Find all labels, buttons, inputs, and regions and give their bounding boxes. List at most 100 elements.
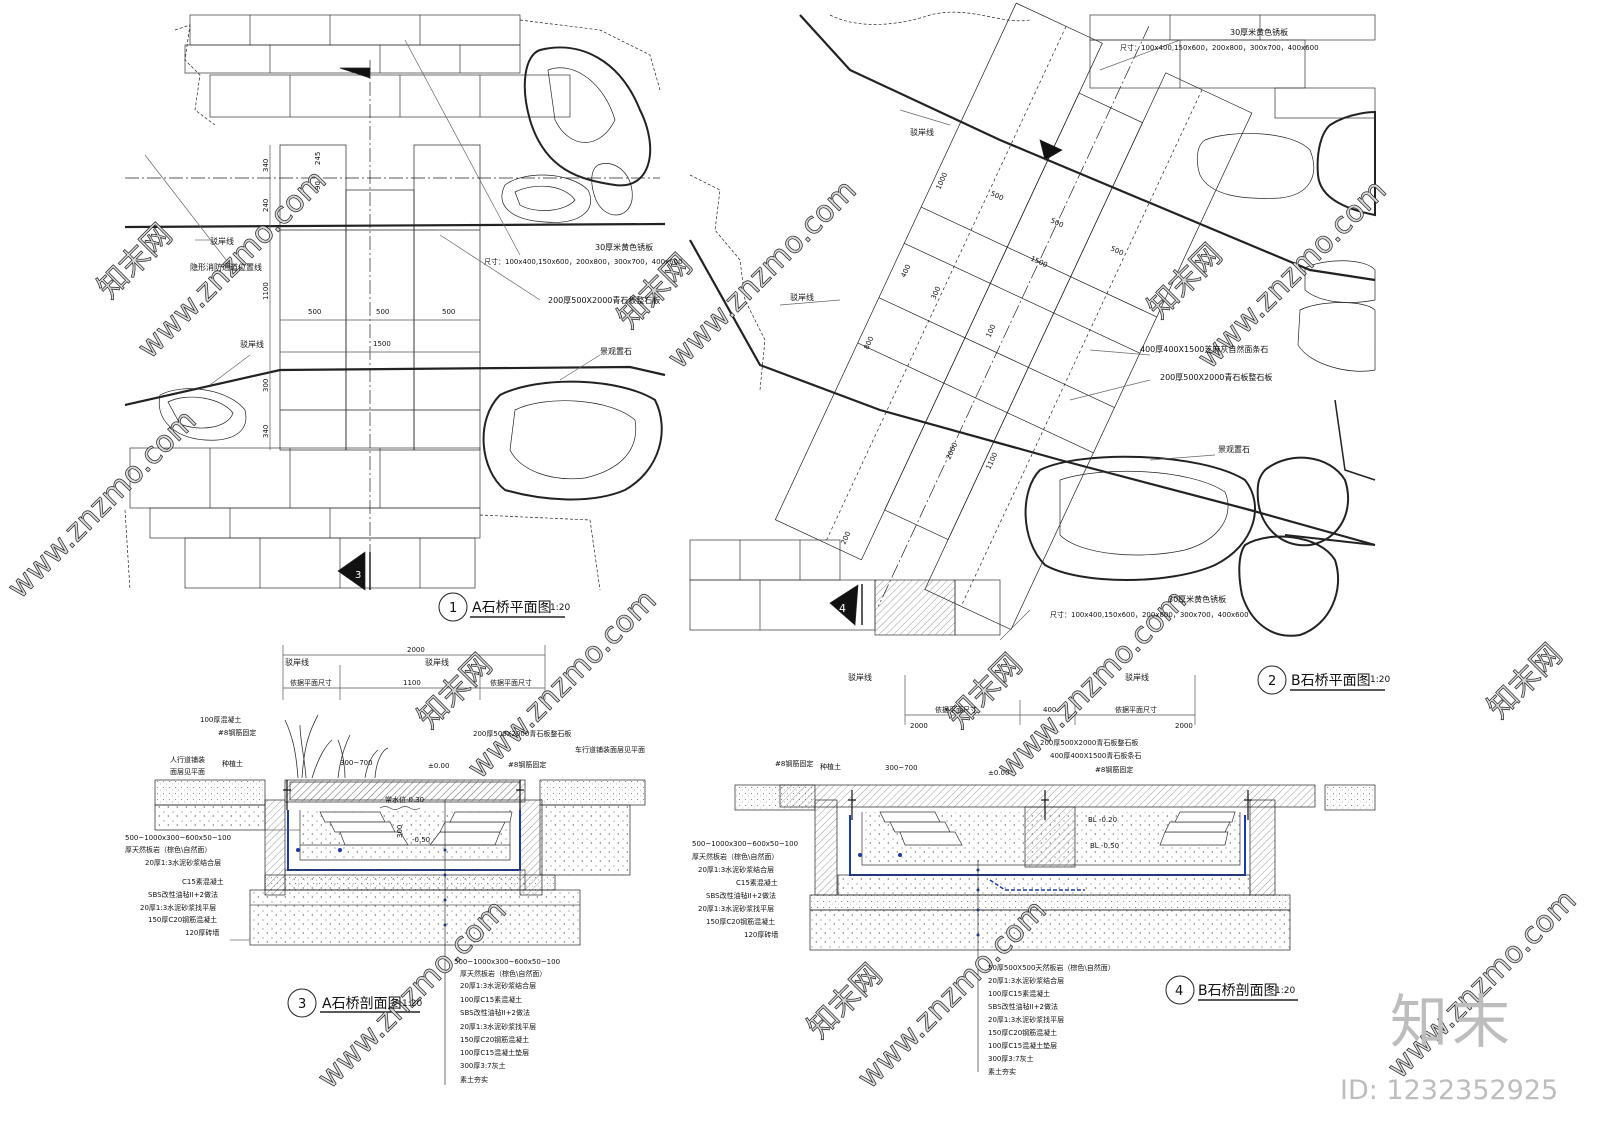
section-a-left-layers: 500~1000x300~600x50~100 厚天然板岩（棕色\自然面） 20… (125, 834, 231, 937)
layer-item: 500~1000x300~600x50~100 (692, 840, 798, 848)
section-a-dim-overall: 2000 (407, 646, 425, 654)
section-a (154, 645, 646, 1085)
section-b-rebar2: #8钢筋固定 (1095, 765, 1133, 774)
plan-b-paving-label: 30厚米黄色锈板 (1230, 27, 1288, 37)
plan-b-paving-label-2: 30厚米黄色锈板 (1168, 594, 1226, 604)
plan-a-fire-lane-label: 隐形消防通道位置线 (190, 262, 262, 272)
layer-item: 厚天然板岩（棕色\自然面） (460, 969, 546, 978)
plan-a-dim-340b: 340 (262, 159, 270, 172)
plan-b-dim-500b: 500 (1049, 217, 1065, 230)
section-a-sidewalk2: 面层见平面 (170, 768, 205, 776)
watermark-cn: 知末网 (1141, 237, 1229, 325)
plan-a-paving-label: 30厚米黄色锈板 (595, 242, 653, 252)
plan-b-slab-label: 200厚500X2000青石板整石板 (1160, 372, 1272, 382)
section-a-bank-right: 驳岸线 (425, 657, 449, 667)
plan-b-dim-100: 100 (985, 323, 998, 339)
layer-item: 300厚3:7灰土 (988, 1054, 1034, 1063)
section-b-number: 4 (1175, 984, 1183, 999)
section-b-elev0: ±0.00 (988, 769, 1009, 777)
plan-a-text: 驳岸线 隐形消防通道位置线 驳岸线 30厚米黄色锈板 尺寸：100x400,15… (190, 152, 683, 616)
layer-item: 150厚C20钢筋混凝土 (148, 915, 217, 924)
plan-b-dim-400: 400 (900, 263, 913, 279)
section-a-text: 2000 1100 依据平面尺寸 依据平面尺寸 驳岸线 驳岸线 100厚混凝土 … (125, 646, 645, 1084)
section-a-title: A石桥剖面图 (322, 996, 402, 1012)
section-a-d300: 300 (396, 825, 404, 838)
layer-item: SBS改性油毡II+2做法 (988, 1002, 1058, 1011)
plan-b-dim-300: 300 (930, 285, 943, 301)
section-a-bank-left: 驳岸线 (285, 657, 309, 667)
layer-item: 500~1000x300~600x50~100 (125, 834, 231, 842)
plan-b-text: 30厚米黄色锈板 尺寸：100x400,150x600，200x800，300x… (790, 27, 1390, 689)
layer-item: 20厚1:3水泥砂浆结合层 (460, 981, 536, 990)
section-b-bank-left: 驳岸线 (848, 672, 872, 682)
section-b-dim-right: 依据平面尺寸 (1115, 705, 1157, 714)
section-b-d300-700: 300~700 (885, 764, 918, 772)
plan-b-paving-size: 尺寸：100x400,150x600，200x800，300x700，400x6… (1120, 43, 1319, 52)
plan-a-scale: 1:20 (550, 603, 570, 613)
plan-a-dim-240: 240 (262, 199, 270, 212)
plan-a-paving-size: 尺寸：100x400,150x600，200x800，300x700，400x6… (484, 257, 683, 266)
section-a-dim-mid: 1100 (403, 679, 421, 687)
layer-item: 150厚C20钢筋混凝土 (988, 1028, 1057, 1037)
section-b-dim-2000a: 2000 (910, 722, 928, 730)
layer-item: 150厚C20钢筋混凝土 (460, 1035, 529, 1044)
plan-b (689, 2, 1385, 695)
section-a-dim-right: 依据平面尺寸 (490, 678, 532, 687)
brand-id: ID: 1232352925 (1340, 1075, 1559, 1106)
section-a-dim-left: 依据平面尺寸 (290, 678, 332, 687)
plan-a-dim-1100: 1100 (262, 282, 270, 300)
layer-item: SBS改性油毡II+2做法 (706, 891, 776, 900)
layer-item: 20厚1:3水泥砂浆找平层 (460, 1022, 536, 1031)
section-b-dim-left: 依据平面尺寸 (935, 705, 977, 714)
plan-a-dim-500a: 500 (308, 308, 321, 316)
plan-b-number: 2 (1268, 674, 1276, 689)
section-a-roadway: 车行道铺装面层见平面 (575, 745, 645, 754)
section-b-granite: 400厚400X1500青石板条石 (1050, 751, 1141, 760)
plan-a-dim-500c: 500 (442, 308, 455, 316)
layer-item: 20厚1:3水泥砂浆结合层 (988, 976, 1064, 985)
layer-item: 20厚1:3水泥砂浆找平层 (988, 1015, 1064, 1024)
section-a-concrete100: 100厚混凝土 (200, 715, 241, 724)
section-a-sidewalk: 人行道铺装 (170, 755, 205, 764)
section-b-rebar: #8钢筋固定 (775, 759, 813, 768)
section-a-soil: 种植土 (222, 759, 243, 768)
plan-b-paving-size-2: 尺寸：100x400,150x600，200x800，300x700，400x6… (1050, 610, 1249, 619)
layer-item: 120厚砖墙 (744, 930, 778, 939)
watermark-site: www.znzmo.com (1, 403, 204, 606)
section-b-bank-right: 驳岸线 (1125, 672, 1149, 682)
layer-item: 100厚C15混凝土垫层 (460, 1048, 529, 1057)
plan-a-section-mark-number: 3 (355, 570, 361, 581)
section-b-scale: 1:20 (1275, 986, 1295, 996)
plan-b-section-mark-number: 4 (839, 602, 846, 615)
section-b-bottom-layers: 50厚500X500天然板岩（棕色\自然面） 20厚1:3水泥砂浆结合层 100… (988, 963, 1115, 1076)
section-a-elev0: ±0.00 (428, 762, 449, 770)
watermarks: www.znzmo.com 知末网 www.znzmo.com 知末网 www.… (1, 163, 1584, 1096)
section-mark-3 (337, 551, 371, 591)
section-b-soil: 种植土 (820, 762, 841, 771)
layer-item: 20厚1:3水泥砂浆找平层 (698, 904, 774, 913)
layer-item: SBS改性油毡II+2做法 (460, 1008, 530, 1017)
watermark-cn: 知末网 (801, 957, 889, 1045)
watermark-cn: 知末网 (91, 217, 179, 305)
watermark-cn: 知末网 (1481, 637, 1569, 725)
plan-b-rock-label: 景观置石 (1218, 445, 1250, 454)
plan-b-dim-1500: 1500 (1029, 255, 1049, 270)
plan-b-scale: 1:20 (1370, 675, 1390, 685)
plan-b-dim-800: 800 (863, 335, 876, 351)
layer-item: 20厚1:3水泥砂浆结合层 (698, 865, 774, 874)
layer-item: SBS改性油毡II+2做法 (148, 890, 218, 899)
layer-item: C15素混凝土 (182, 877, 224, 886)
layer-item: 100厚C15素混凝土 (460, 995, 522, 1004)
layer-item: 100厚C15混凝土垫层 (988, 1041, 1057, 1050)
plan-a-dim-500b: 500 (376, 308, 389, 316)
plan-a-rock-label: 景观置石 (600, 347, 632, 356)
plan-a-dim-1500: 1500 (373, 340, 391, 348)
plan-a-bank-label-2: 驳岸线 (240, 339, 264, 349)
plan-a-number: 1 (449, 601, 457, 616)
section-b-slab: 200厚500X2000青石板整石板 (1040, 738, 1138, 747)
layer-item: 厚天然板岩（棕色\自然面） (125, 845, 211, 854)
section-b (734, 675, 1376, 1072)
layer-item: 20厚1:3水泥砂浆找平层 (140, 903, 216, 912)
